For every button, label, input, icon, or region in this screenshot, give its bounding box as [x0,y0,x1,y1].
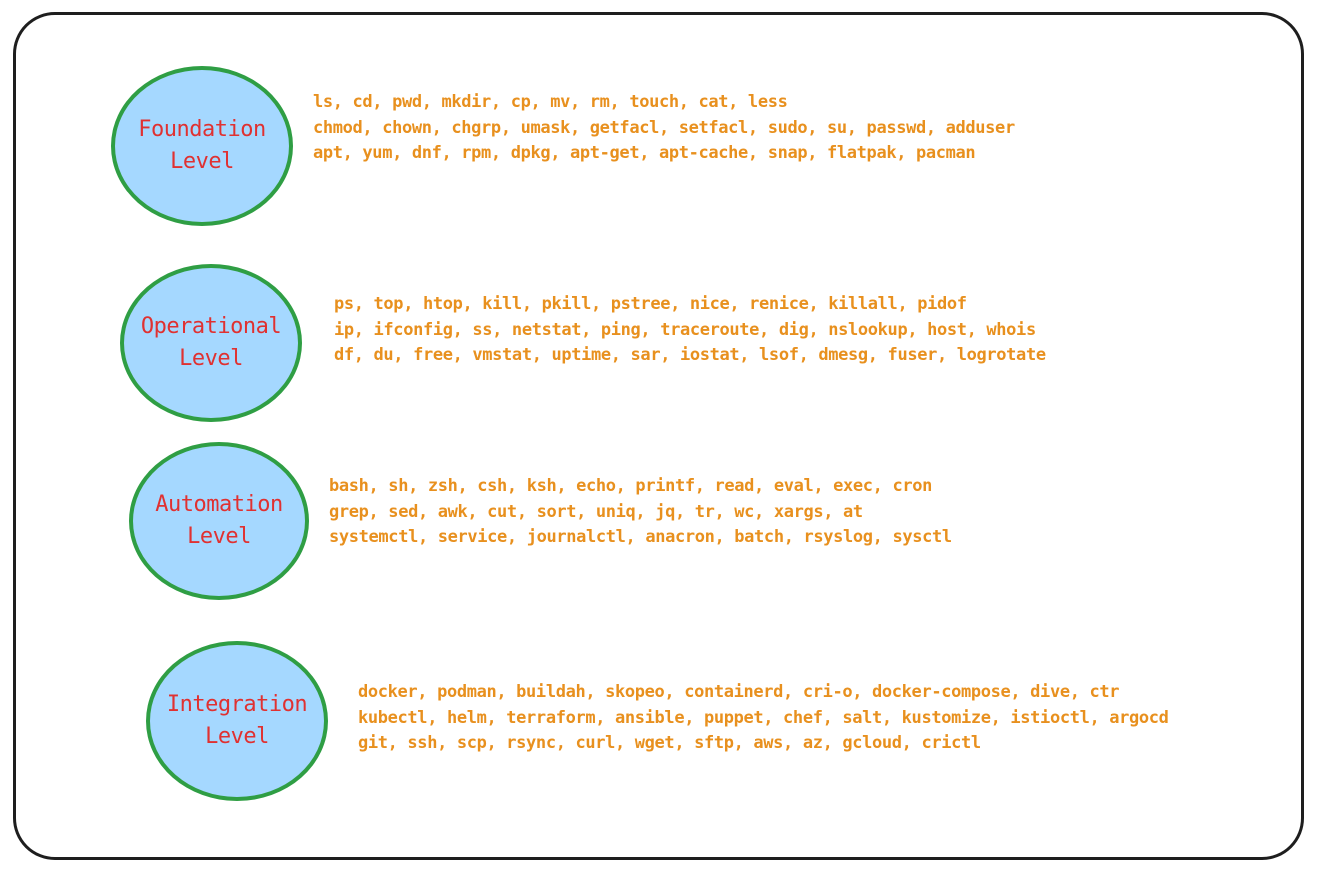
level-suffix: Level [205,724,269,749]
command-line: grep, sed, awk, cut, sort, uniq, jq, tr,… [329,501,863,522]
level-title: Integration [166,692,308,717]
command-line: bash, sh, zsh, csh, ksh, echo, printf, r… [329,476,932,496]
command-list-integration: docker, podman, buildah, skopeo, contain… [358,680,1169,757]
command-line: ls, cd, pwd, mkdir, cp, mv, rm, touch, c… [313,92,788,112]
level-suffix: Level [187,524,251,549]
level-title: Foundation [138,117,266,142]
command-line: chmod, chown, chgrp, umask, getfacl, set… [313,117,1015,138]
command-line: apt, yum, dnf, rpm, dpkg, apt-get, apt-c… [313,143,976,163]
command-line: df, du, free, vmstat, uptime, sar, iosta… [334,345,1046,365]
command-list-operational: ps, top, htop, kill, pkill, pstree, nice… [334,292,1046,369]
command-line: ps, top, htop, kill, pkill, pstree, nice… [334,294,967,314]
level-circle-integration: Integration Level [146,641,328,801]
level-suffix: Level [170,149,234,174]
command-line: kubectl, helm, terraform, ansible, puppe… [358,707,1169,728]
command-list-foundation: ls, cd, pwd, mkdir, cp, mv, rm, touch, c… [313,90,1015,167]
level-suffix: Level [179,346,243,371]
command-line: ip, ifconfig, ss, netstat, ping, tracero… [334,319,1036,340]
level-title: Operational [140,314,282,339]
level-circle-automation: Automation Level [129,442,309,600]
command-line: docker, podman, buildah, skopeo, contain… [358,682,1120,702]
level-circle-foundation: Foundation Level [111,66,293,226]
command-list-automation: bash, sh, zsh, csh, ksh, echo, printf, r… [329,474,952,551]
command-line: git, ssh, scp, rsync, curl, wget, sftp, … [358,733,981,753]
command-line: systemctl, service, journalctl, anacron,… [329,527,952,547]
level-title: Automation [155,492,283,517]
level-circle-operational: Operational Level [120,264,302,422]
